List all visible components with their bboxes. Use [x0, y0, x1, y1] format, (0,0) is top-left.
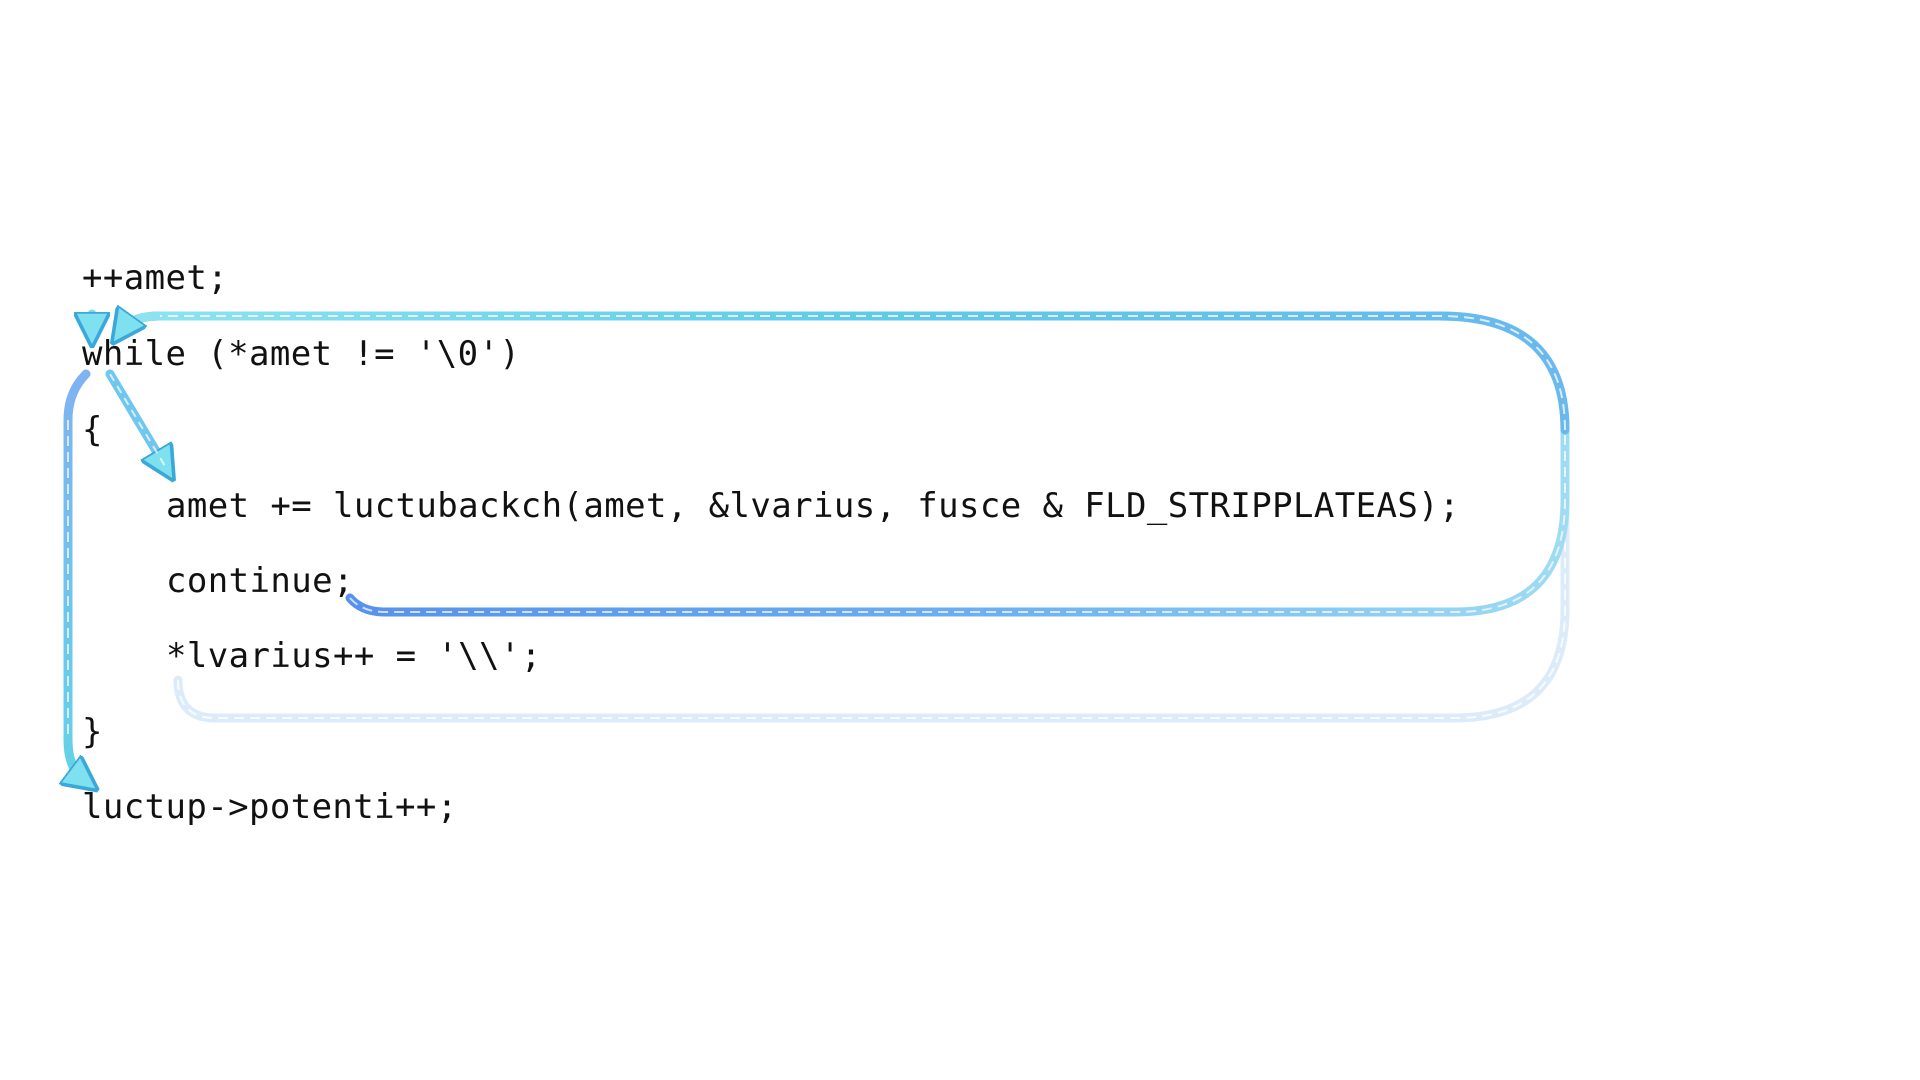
code-line-post-increment: luctup->potenti++;	[82, 787, 458, 827]
code-line-close-brace: }	[82, 712, 103, 752]
code-line-continue: continue;	[166, 561, 354, 601]
code-line-open-brace: {	[82, 410, 103, 450]
code-line-while: while (*amet != '\0')	[82, 334, 521, 374]
code-line-assignment: amet += luctubackch(amet, &lvarius, fusc…	[166, 486, 1460, 526]
enter-body-arrow	[105, 369, 165, 466]
code-line-store: *lvarius++ = '\\';	[166, 636, 542, 676]
code-line-pre-increment: ++amet;	[82, 258, 229, 298]
